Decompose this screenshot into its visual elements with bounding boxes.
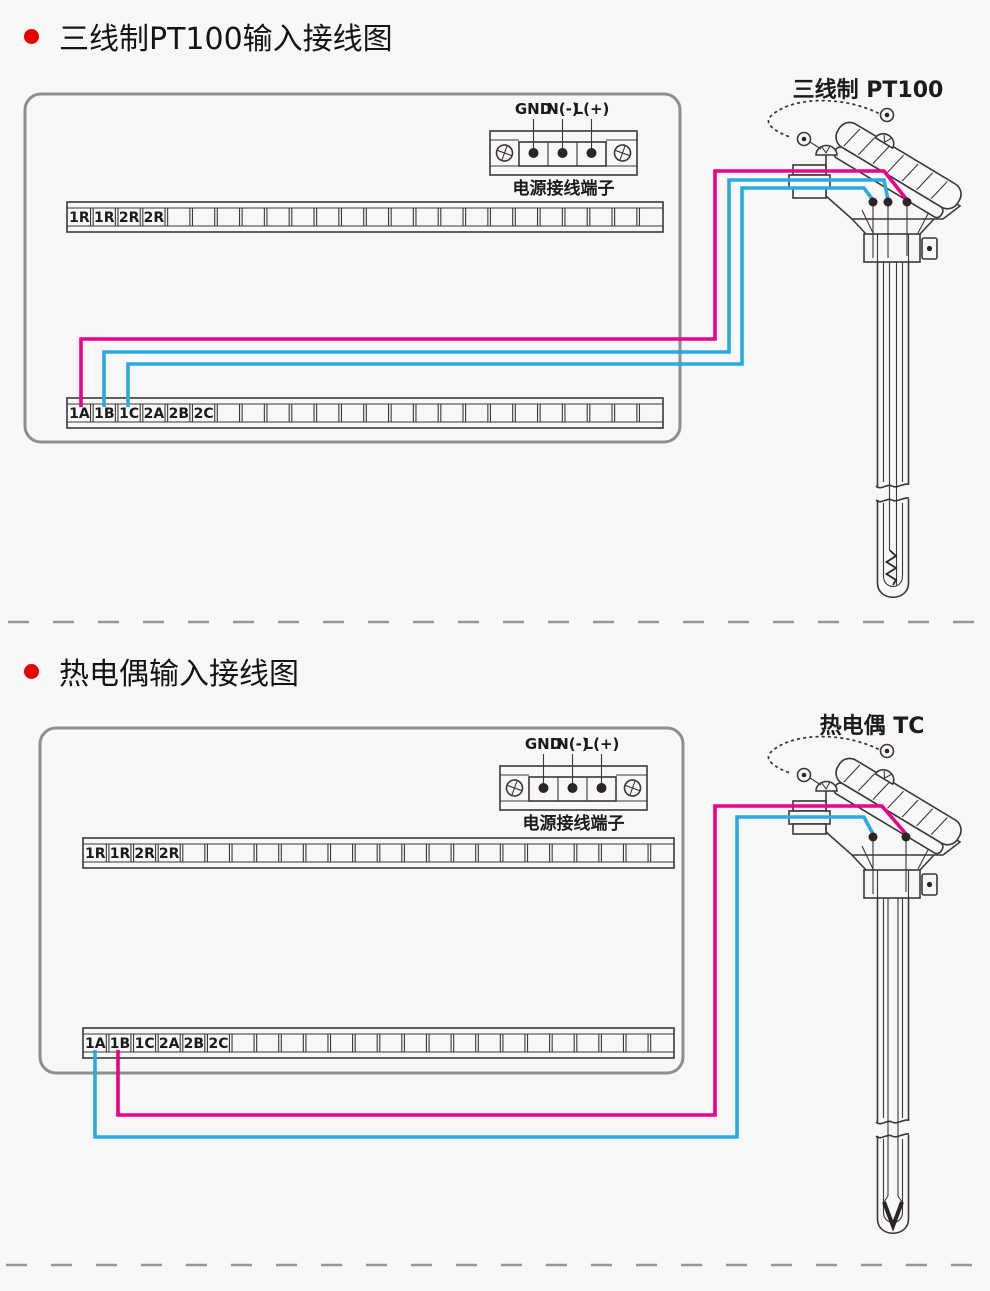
power-label-l: L(+): [584, 735, 620, 753]
section-title-pt100: 三线制PT100输入接线图: [24, 14, 393, 58]
power-terminal-block: GND N(-) L(+) 电源接线端子: [499, 735, 648, 834]
sensor-terminal-dot: [868, 197, 878, 207]
strip-cell-label: 2B: [169, 406, 189, 422]
wire-1c-blue: [126, 186, 875, 407]
screw-icon: [505, 779, 524, 797]
strip-cell-label: 1A: [85, 1036, 106, 1052]
terminal-dot: [596, 783, 607, 793]
strip-cell-label: 1R: [69, 210, 90, 226]
screw-icon: [623, 779, 642, 797]
strip-cell-label: 2R: [134, 846, 155, 862]
strip-cell-label: 2C: [194, 406, 214, 422]
power-label-n: N(-): [556, 735, 589, 753]
pt100-sensor-illustration: [767, 99, 967, 599]
section-title-tc: 热电偶输入接线图: [24, 649, 299, 693]
power-label-gnd: GND: [525, 735, 562, 753]
section-title-text: 三线制PT100输入接线图: [59, 22, 393, 57]
sensor-type-label: 热电偶 TC: [820, 713, 925, 739]
strip-cell-label: 2R: [144, 210, 165, 226]
terminal-strip-relay: 1R 1R 2R 2R: [66, 201, 664, 233]
screw-icon: [613, 144, 632, 162]
strip-cell-label: 1R: [110, 846, 131, 862]
terminal-strip-input: 1A 1B 1C 2A 2B 2C: [66, 397, 664, 429]
wire-1a-blue: [93, 815, 875, 1139]
strip-cell-label: 1R: [94, 210, 115, 226]
sensor-terminal-dot: [883, 197, 893, 207]
strip-cell-label: 1B: [94, 406, 114, 422]
red-bullet-icon: [24, 28, 39, 44]
section-title-text: 热电偶输入接线图: [59, 657, 299, 692]
power-terminal-caption: 电源接线端子: [523, 813, 625, 834]
screw-icon: [495, 144, 514, 162]
rtd-resistor-element: [884, 549, 898, 586]
instrument-enclosure-box: [38, 726, 685, 1075]
strip-cell-label: 2C: [208, 1036, 228, 1052]
terminal-dot: [528, 148, 539, 158]
terminal-strip-input: 1A 1B 1C 2A 2B 2C: [82, 1027, 675, 1059]
sensor-lead-wires: [872, 205, 908, 258]
terminal-dot: [538, 783, 549, 793]
power-terminal-block: GND N(-) L(+) 电源接线端子: [489, 100, 638, 199]
strip-cell-label: 1R: [85, 846, 106, 862]
power-label-gnd: GND: [515, 100, 552, 118]
terminal-strip-relay: 1R 1R 2R 2R: [82, 837, 675, 869]
strip-cell-label: 2R: [159, 846, 180, 862]
terminal-dot: [586, 148, 597, 158]
strip-cell-label: 1A: [69, 406, 90, 422]
element-lead-wires: [888, 262, 898, 585]
power-label-n: N(-): [546, 100, 579, 118]
diagram-pt100: GND N(-) L(+) 电源接线端子 1R 1R 2R 2R 1A: [23, 77, 967, 599]
power-terminal-caption: 电源接线端子: [513, 178, 615, 199]
strip-cell-label: 2B: [184, 1036, 204, 1052]
strip-cell-label: 2A: [144, 406, 165, 422]
sensor-terminal-dot: [868, 832, 878, 842]
thermocouple-junction-v: [882, 1201, 904, 1232]
terminal-dot: [567, 783, 578, 793]
wire-1b-blue: [102, 178, 890, 407]
wire-1b-magenta: [116, 804, 908, 1117]
element-lead-wires: [883, 898, 903, 1203]
diagram-thermocouple: GND N(-) L(+) 电源接线端子 1R 1R 2R 2R 1A: [38, 713, 967, 1235]
wire-1a-magenta: [79, 169, 909, 407]
instrument-enclosure-box: [23, 92, 682, 444]
sensor-lead-wires: [872, 841, 907, 894]
tc-sensor-illustration: [767, 735, 967, 1235]
strip-cell-label: 2R: [119, 210, 140, 226]
strip-cell-label: 1C: [119, 406, 139, 422]
power-label-l: L(+): [574, 100, 610, 118]
sensor-terminal-dot: [902, 197, 912, 207]
red-bullet-icon: [24, 663, 39, 679]
strip-cell-label: 1B: [110, 1036, 130, 1052]
terminal-dot: [557, 148, 568, 158]
strip-cell-label: 1C: [135, 1036, 155, 1052]
sensor-type-label: 三线制 PT100: [793, 77, 944, 103]
sensor-terminal-dot: [901, 832, 911, 842]
strip-cell-label: 2A: [159, 1036, 180, 1052]
